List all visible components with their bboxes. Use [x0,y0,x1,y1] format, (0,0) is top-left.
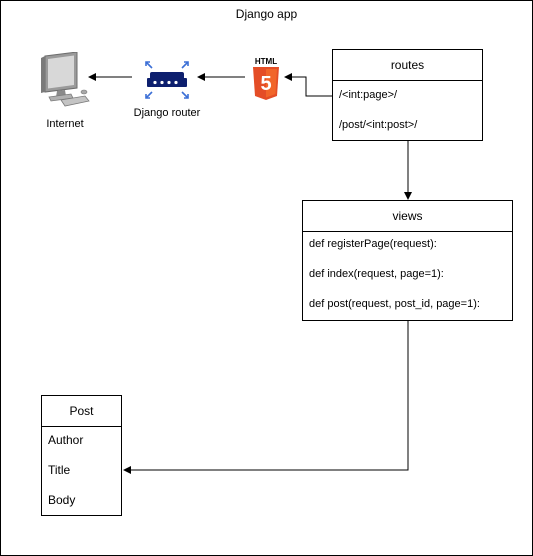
post-model-box: Post Author Title Body [41,395,122,516]
internet-label: Internet [46,118,84,130]
router-icon [145,61,189,99]
routes-title: routes [333,50,482,81]
view-function: def post(request, post_id, page=1): [309,298,480,310]
route-item: /<int:page>/ [339,89,398,101]
post-field: Author [48,433,84,447]
routes-to-html5-arrow [284,73,336,97]
post-title: Post [42,396,121,427]
html5-digit-text: 5 [260,73,271,95]
router-label: Django router [133,107,201,119]
routes-box: routes /<int:page>/ /post/<int:post>/ [332,49,483,141]
views-box: views def registerPage(request): def ind… [302,200,513,321]
html5-icon: HTML 5 [253,57,279,100]
views-title: views [303,201,512,232]
post-field: Body [48,493,76,507]
route-item: /post/<int:post>/ [339,119,418,131]
view-function: def registerPage(request): [309,238,437,250]
monitor-icon [41,52,90,107]
html5-badge-text: HTML [255,57,277,66]
post-field: Title [48,463,71,477]
views-to-post-arrow [123,320,409,474]
diagram-title: Django app [235,7,298,21]
view-function: def index(request, page=1): [309,268,444,280]
